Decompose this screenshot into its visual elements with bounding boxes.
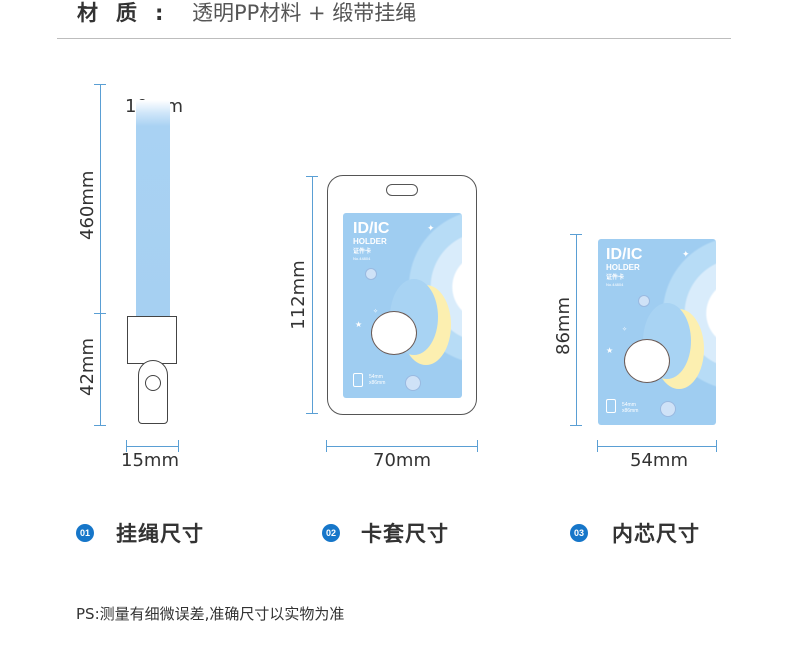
insert-height-dimension-line [576,234,577,426]
star-icon: ✦ [427,224,435,234]
planet-icon [638,295,650,307]
lanyard-hook [138,360,168,424]
insert-width-dimension-line [597,446,717,447]
card-cn-text: 证件卡 [353,249,372,255]
strap-tick-mid [94,313,106,314]
strap-tick-bottom [94,425,106,426]
holder-width-tick-left [326,440,327,452]
holder-width-dimension-line [326,446,478,447]
strap-bottom-width-label: 15mm [121,450,179,471]
strap-bottom-tick-left [126,440,127,452]
holder-card-artwork: ID/IC HOLDER 证件卡 No.44804 ✦ ★ ✧ 54mm x86… [343,213,462,398]
material-label: 材质: [77,1,182,25]
insert-card-size-line1: 54mm [622,402,636,408]
card-title: ID/IC [353,220,390,237]
insert-card-cn-text: 证件卡 [606,275,625,281]
insert-width-tick-right [716,440,717,452]
star-icon: ✧ [622,326,628,333]
holder-width-tick-right [477,440,478,452]
insert-card-title: ID/IC [606,246,643,263]
card-model: No.44804 [353,256,371,261]
holder-width-label: 70mm [373,450,431,471]
section-badge-02: 02 [322,524,340,542]
id-card-icon [353,373,363,387]
insert-card-artwork: ID/IC HOLDER 证件卡 No.44804 ✦ ★ ✧ 54mm x86… [598,239,716,425]
planet-icon [365,268,377,280]
insert-card-size-line2: x86mm [622,408,639,414]
header-divider [57,38,731,39]
star-icon: ★ [355,320,363,329]
holder-tick-top [306,176,318,177]
measurement-footnote: PS:测量有细微误差,准确尺寸以实物为准 [76,605,345,623]
holder-height-label: 112mm [288,260,309,330]
card-subtitle: HOLDER [353,237,387,246]
insert-tick-top [570,234,582,235]
lanyard-strap [136,100,170,318]
card-size-line1: 54mm [369,374,383,380]
insert-card-subtitle: HOLDER [606,263,640,272]
section-badge-01: 01 [76,524,94,542]
sheep-character-icon [624,339,670,383]
sheep-character-icon [371,311,417,355]
section-badge-03: 03 [570,524,588,542]
insert-width-tick-left [597,440,598,452]
strap-length-label: 460mm [77,170,98,240]
strap-tick-top [94,84,106,85]
lanyard-clip-block [127,316,177,364]
section-label-strap-size: 挂绳尺寸 [116,522,204,546]
material-value: 透明PP材料 + 缎带挂绳 [192,1,417,25]
strap-bottom-dimension-line [126,446,179,447]
holder-tick-bottom [306,413,318,414]
insert-card-model: No.44804 [606,282,624,287]
section-label-holder-size: 卡套尺寸 [361,522,449,546]
lanyard-hook-hole [145,375,161,391]
id-card-icon [606,399,616,413]
holder-height-dimension-line [312,176,313,414]
planet-icon [660,401,676,417]
strap-clip-length-label: 42mm [77,338,98,396]
insert-tick-bottom [570,425,582,426]
star-icon: ★ [606,346,614,355]
insert-width-label: 54mm [630,450,688,471]
strap-bottom-tick-right [178,440,179,452]
insert-height-label: 86mm [553,297,574,355]
planet-icon [405,375,421,391]
card-size-line2: x86mm [369,380,386,386]
star-icon: ✧ [373,308,379,315]
star-icon: ✦ [682,250,690,260]
strap-length-dimension-line [100,84,101,426]
section-label-insert-size: 内芯尺寸 [612,522,700,546]
card-holder-slot [386,184,418,196]
